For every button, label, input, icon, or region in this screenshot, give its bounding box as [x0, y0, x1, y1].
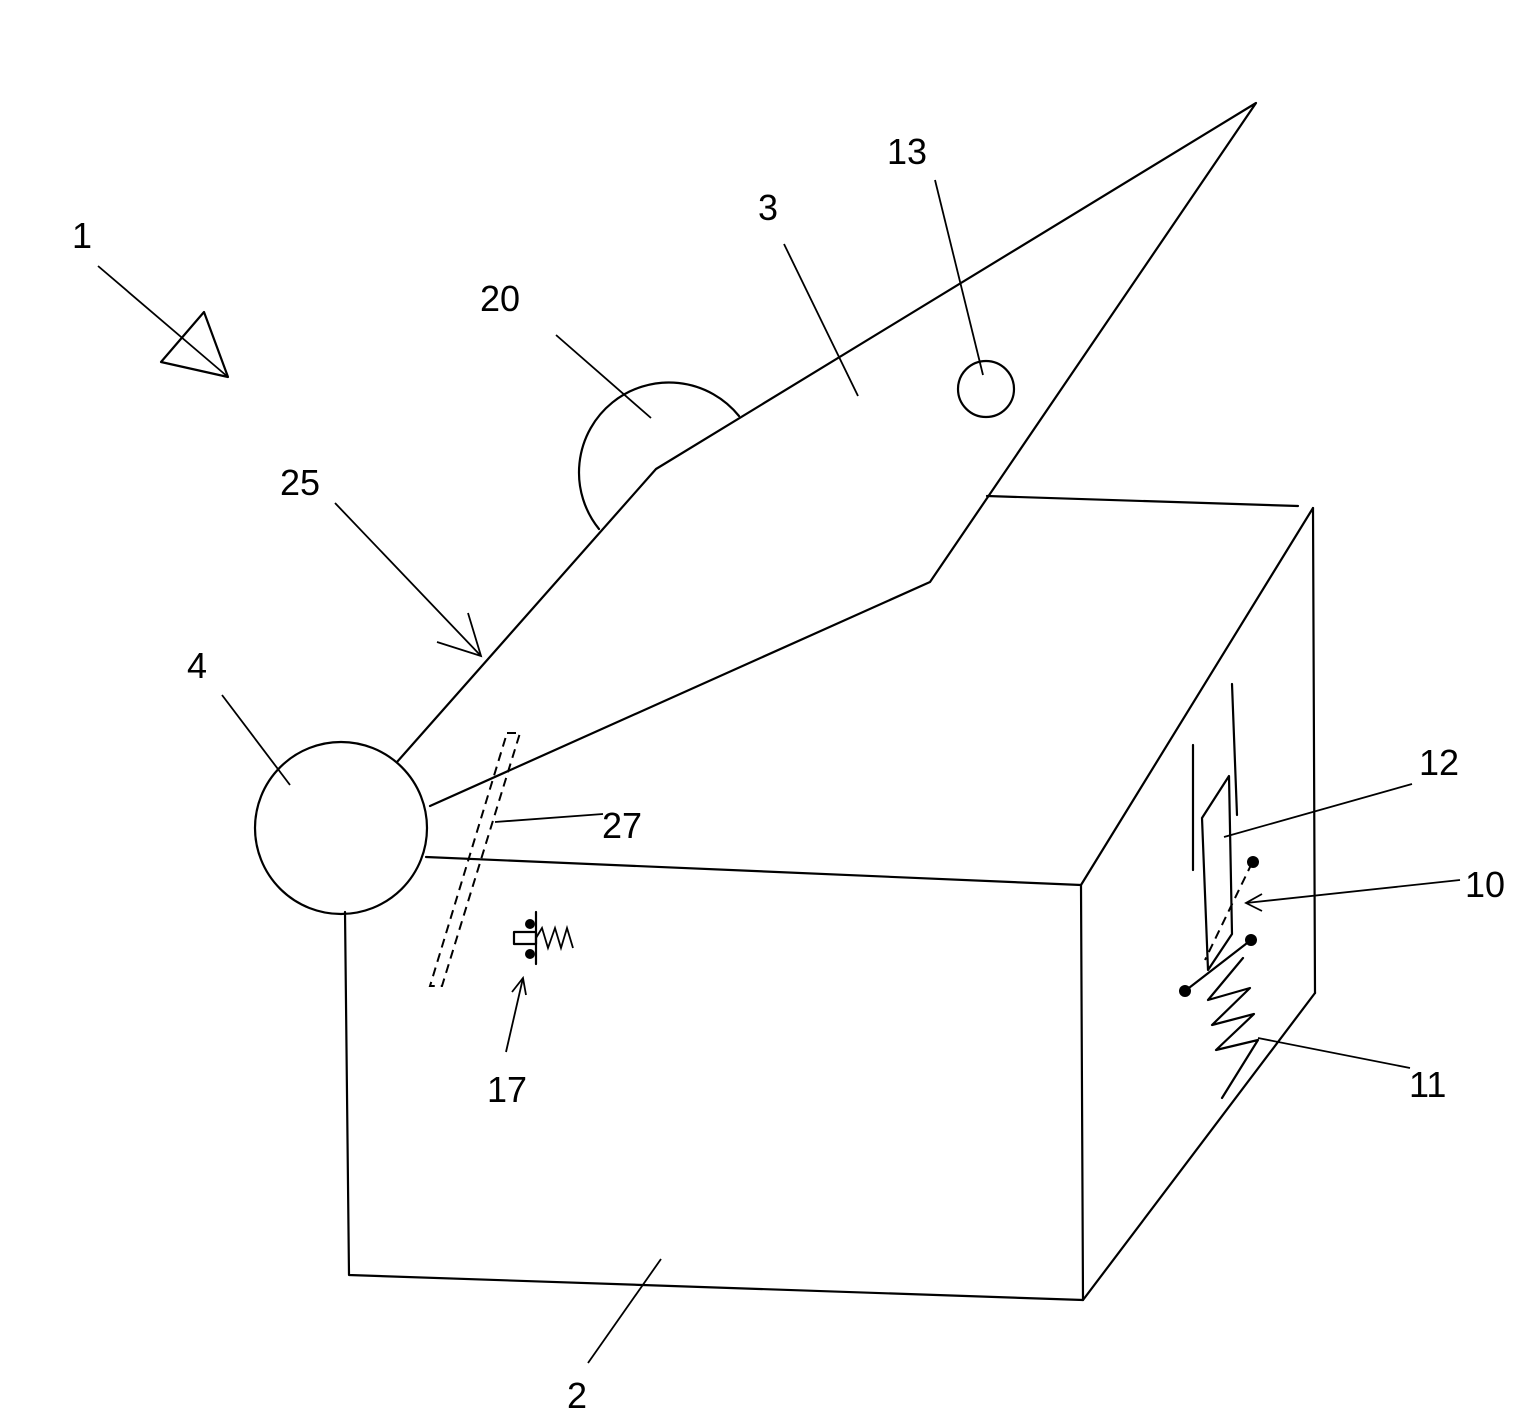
guide-line-right	[1232, 684, 1237, 815]
leader-20	[556, 335, 651, 418]
leader-12	[1224, 784, 1412, 837]
ref-label-12: 12	[1419, 742, 1459, 783]
ref-label-13: 13	[887, 131, 927, 172]
leader-lines	[98, 180, 1460, 1363]
ref-label-4: 4	[187, 645, 207, 686]
housing-back-right-edge	[1313, 508, 1315, 993]
leader-4	[222, 695, 290, 785]
leader-3	[784, 244, 858, 396]
housing-bottom-right-edge	[1083, 993, 1315, 1300]
leader-2	[588, 1259, 661, 1363]
ref-label-11: 11	[1409, 1064, 1446, 1105]
hinge-circle	[255, 742, 427, 914]
ref-label-3: 3	[758, 187, 778, 228]
element-12-plate	[1202, 776, 1232, 970]
housing-top-back-edge	[987, 496, 1298, 506]
ref-label-25: 25	[280, 462, 320, 503]
ref-label-10: 10	[1465, 864, 1505, 905]
ref-label-20: 20	[480, 278, 520, 319]
element-10-switch-arm	[1185, 940, 1251, 991]
element-13-circle	[958, 361, 1014, 417]
right-face-mechanism	[1179, 684, 1259, 1098]
ref-label-1: 1	[72, 215, 92, 256]
housing-front-right-edge	[1081, 508, 1313, 885]
lid	[397, 103, 1256, 806]
leader-13	[935, 180, 983, 375]
housing-front-face	[345, 857, 1083, 1300]
leader-11	[1258, 1038, 1410, 1068]
ref-label-2: 2	[567, 1375, 587, 1416]
latch-17	[514, 912, 573, 964]
element-20-arc	[579, 382, 739, 529]
leader-10	[1246, 880, 1460, 903]
ref-label-17: 17	[487, 1069, 527, 1110]
contact-dot-top	[1247, 856, 1259, 868]
reference-numerals: 1 20 3 13 25 4 27 17 12 10 11 2	[72, 131, 1505, 1416]
lid-outline	[397, 103, 1256, 806]
leader-27	[495, 814, 603, 822]
leader-25	[335, 503, 481, 656]
housing-box	[345, 496, 1315, 1300]
ref-label-27: 27	[602, 805, 642, 846]
